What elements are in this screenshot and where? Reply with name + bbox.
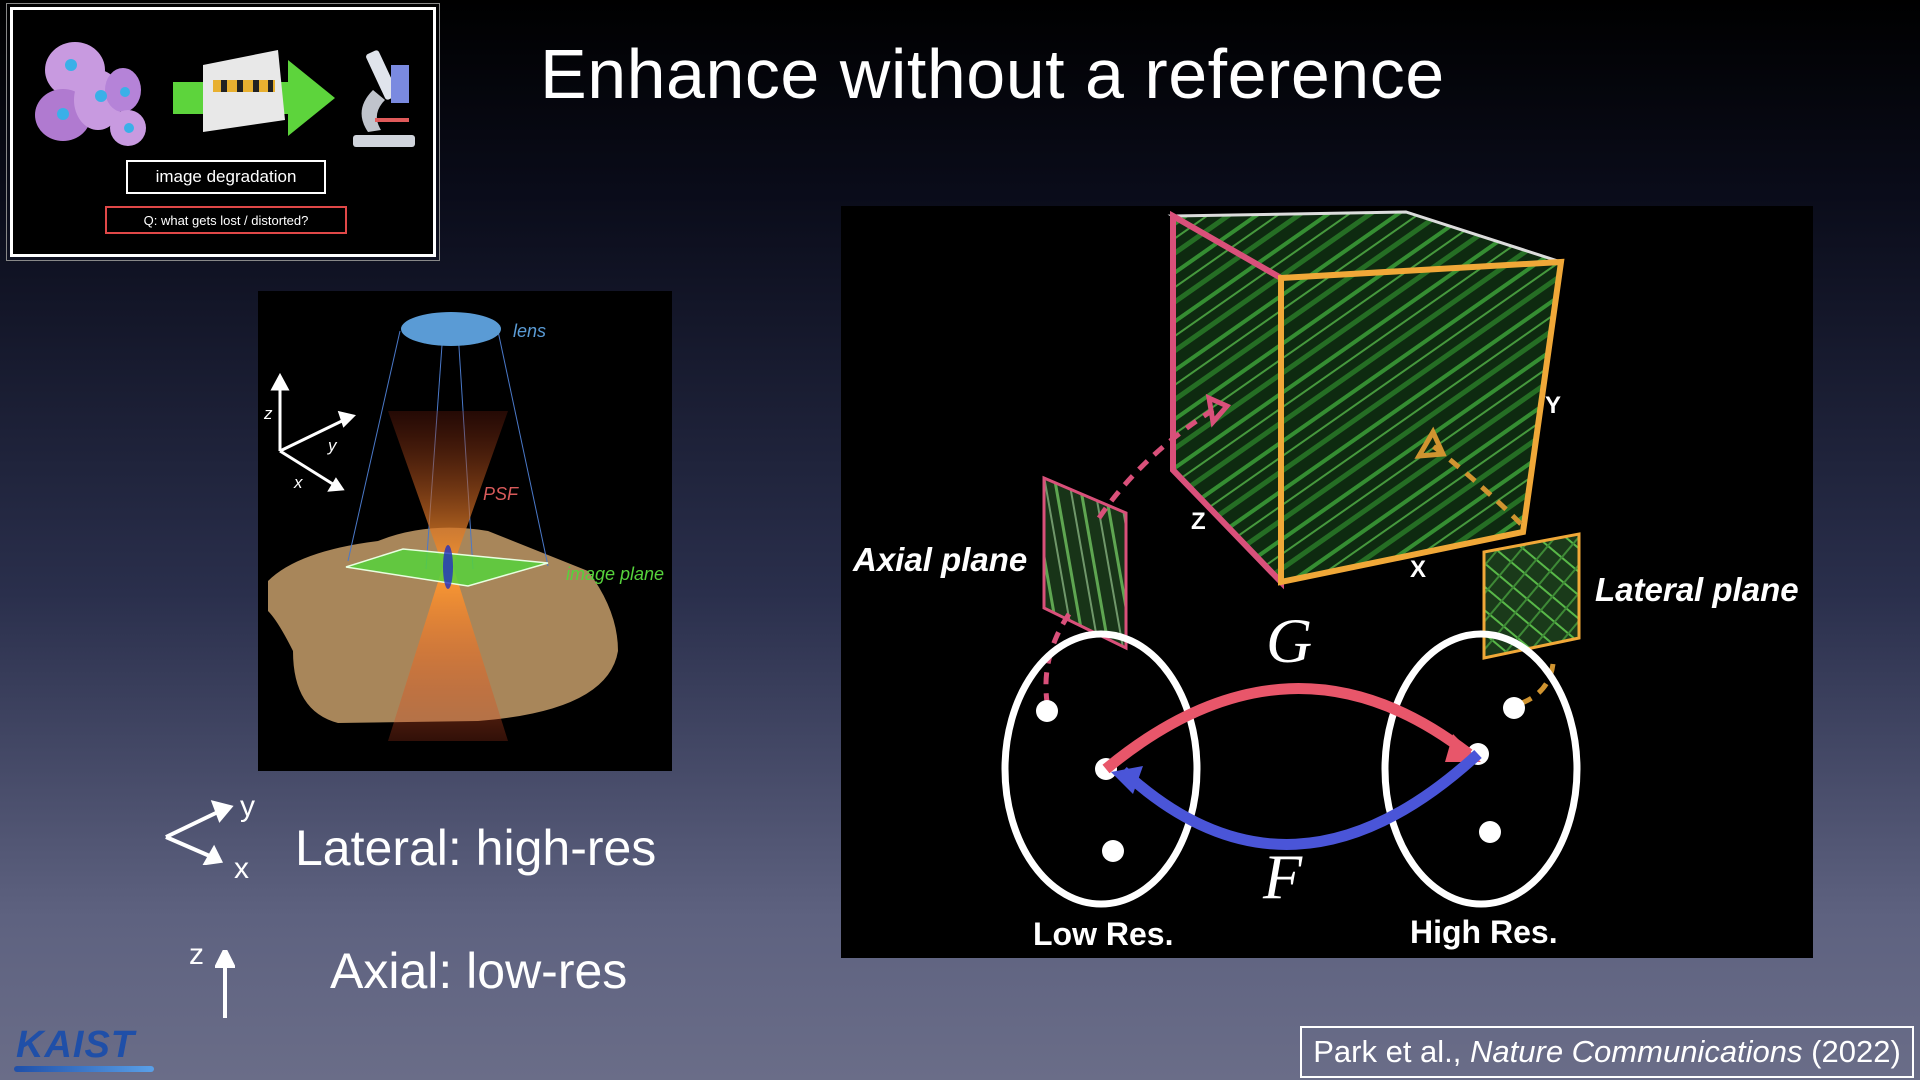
lateral-plane-slice [1482,532,1581,660]
thumbnail-panel: image degradation Q: what gets lost / di… [6,3,440,261]
thumbnail-illustration [35,42,415,147]
citation-journal: Nature Communications [1470,1034,1803,1069]
y-axis-label: y [328,436,337,455]
barrier-icon [203,50,285,132]
axial-plane-label: Axial plane [853,541,1028,578]
citation-year: (2022) [1802,1034,1901,1069]
low-res-label: Low Res. [1033,916,1174,952]
low-res-domain [1001,630,1201,908]
kaist-logo: KAIST [16,1024,135,1066]
image-plane-label: image plane [566,564,665,584]
cells-icon [35,42,146,146]
citation-authors: Park et al., [1313,1034,1471,1069]
lens-label: lens [513,321,547,341]
g-arrow [1102,683,1473,774]
lateral-plane-label: Lateral plane [1595,571,1799,608]
high-res-domain [1381,630,1581,908]
slide-title: Enhance without a reference [540,35,1445,113]
axial-plane-slice [1042,475,1128,651]
axial-axis-icon [215,950,235,1018]
citation-box: Park et al., Nature Communications (2022… [1300,1026,1914,1078]
xyz-axes-icon [270,372,356,492]
g-label: G [1266,605,1313,676]
degradation-question: Q: what gets lost / distorted? [105,206,347,234]
cyclegan-diagram: Axial plane Lateral plane Z X Y G F Low … [841,206,1813,958]
high-res-label: High Res. [1410,914,1558,950]
psf-label: PSF [483,484,519,504]
lateral-description: Lateral: high-res [295,820,657,876]
degradation-label: image degradation [126,160,326,194]
axial-z-label: z [189,938,204,971]
axial-description: Axial: low-res [330,943,628,999]
x-axis-label: x [294,473,303,492]
cube-y-label: Y [1545,392,1562,419]
lens-shape [401,312,501,346]
z-axis-label: z [264,404,273,423]
lateral-y-label: y [240,790,255,823]
f-arrow [1119,749,1482,850]
kaist-logo-swoosh [14,1066,154,1072]
tissue-cube [1167,210,1565,590]
lateral-axes-icon [165,800,234,865]
lateral-to-highres-dashed [1512,663,1556,709]
microscope-icon [353,50,415,147]
cube-x-label: X [1410,556,1427,583]
psf-diagram: lens PSF image plane z y x [258,291,672,771]
cube-z-label: Z [1191,508,1206,535]
lateral-x-label: x [234,852,249,885]
f-label: F [1263,841,1303,912]
